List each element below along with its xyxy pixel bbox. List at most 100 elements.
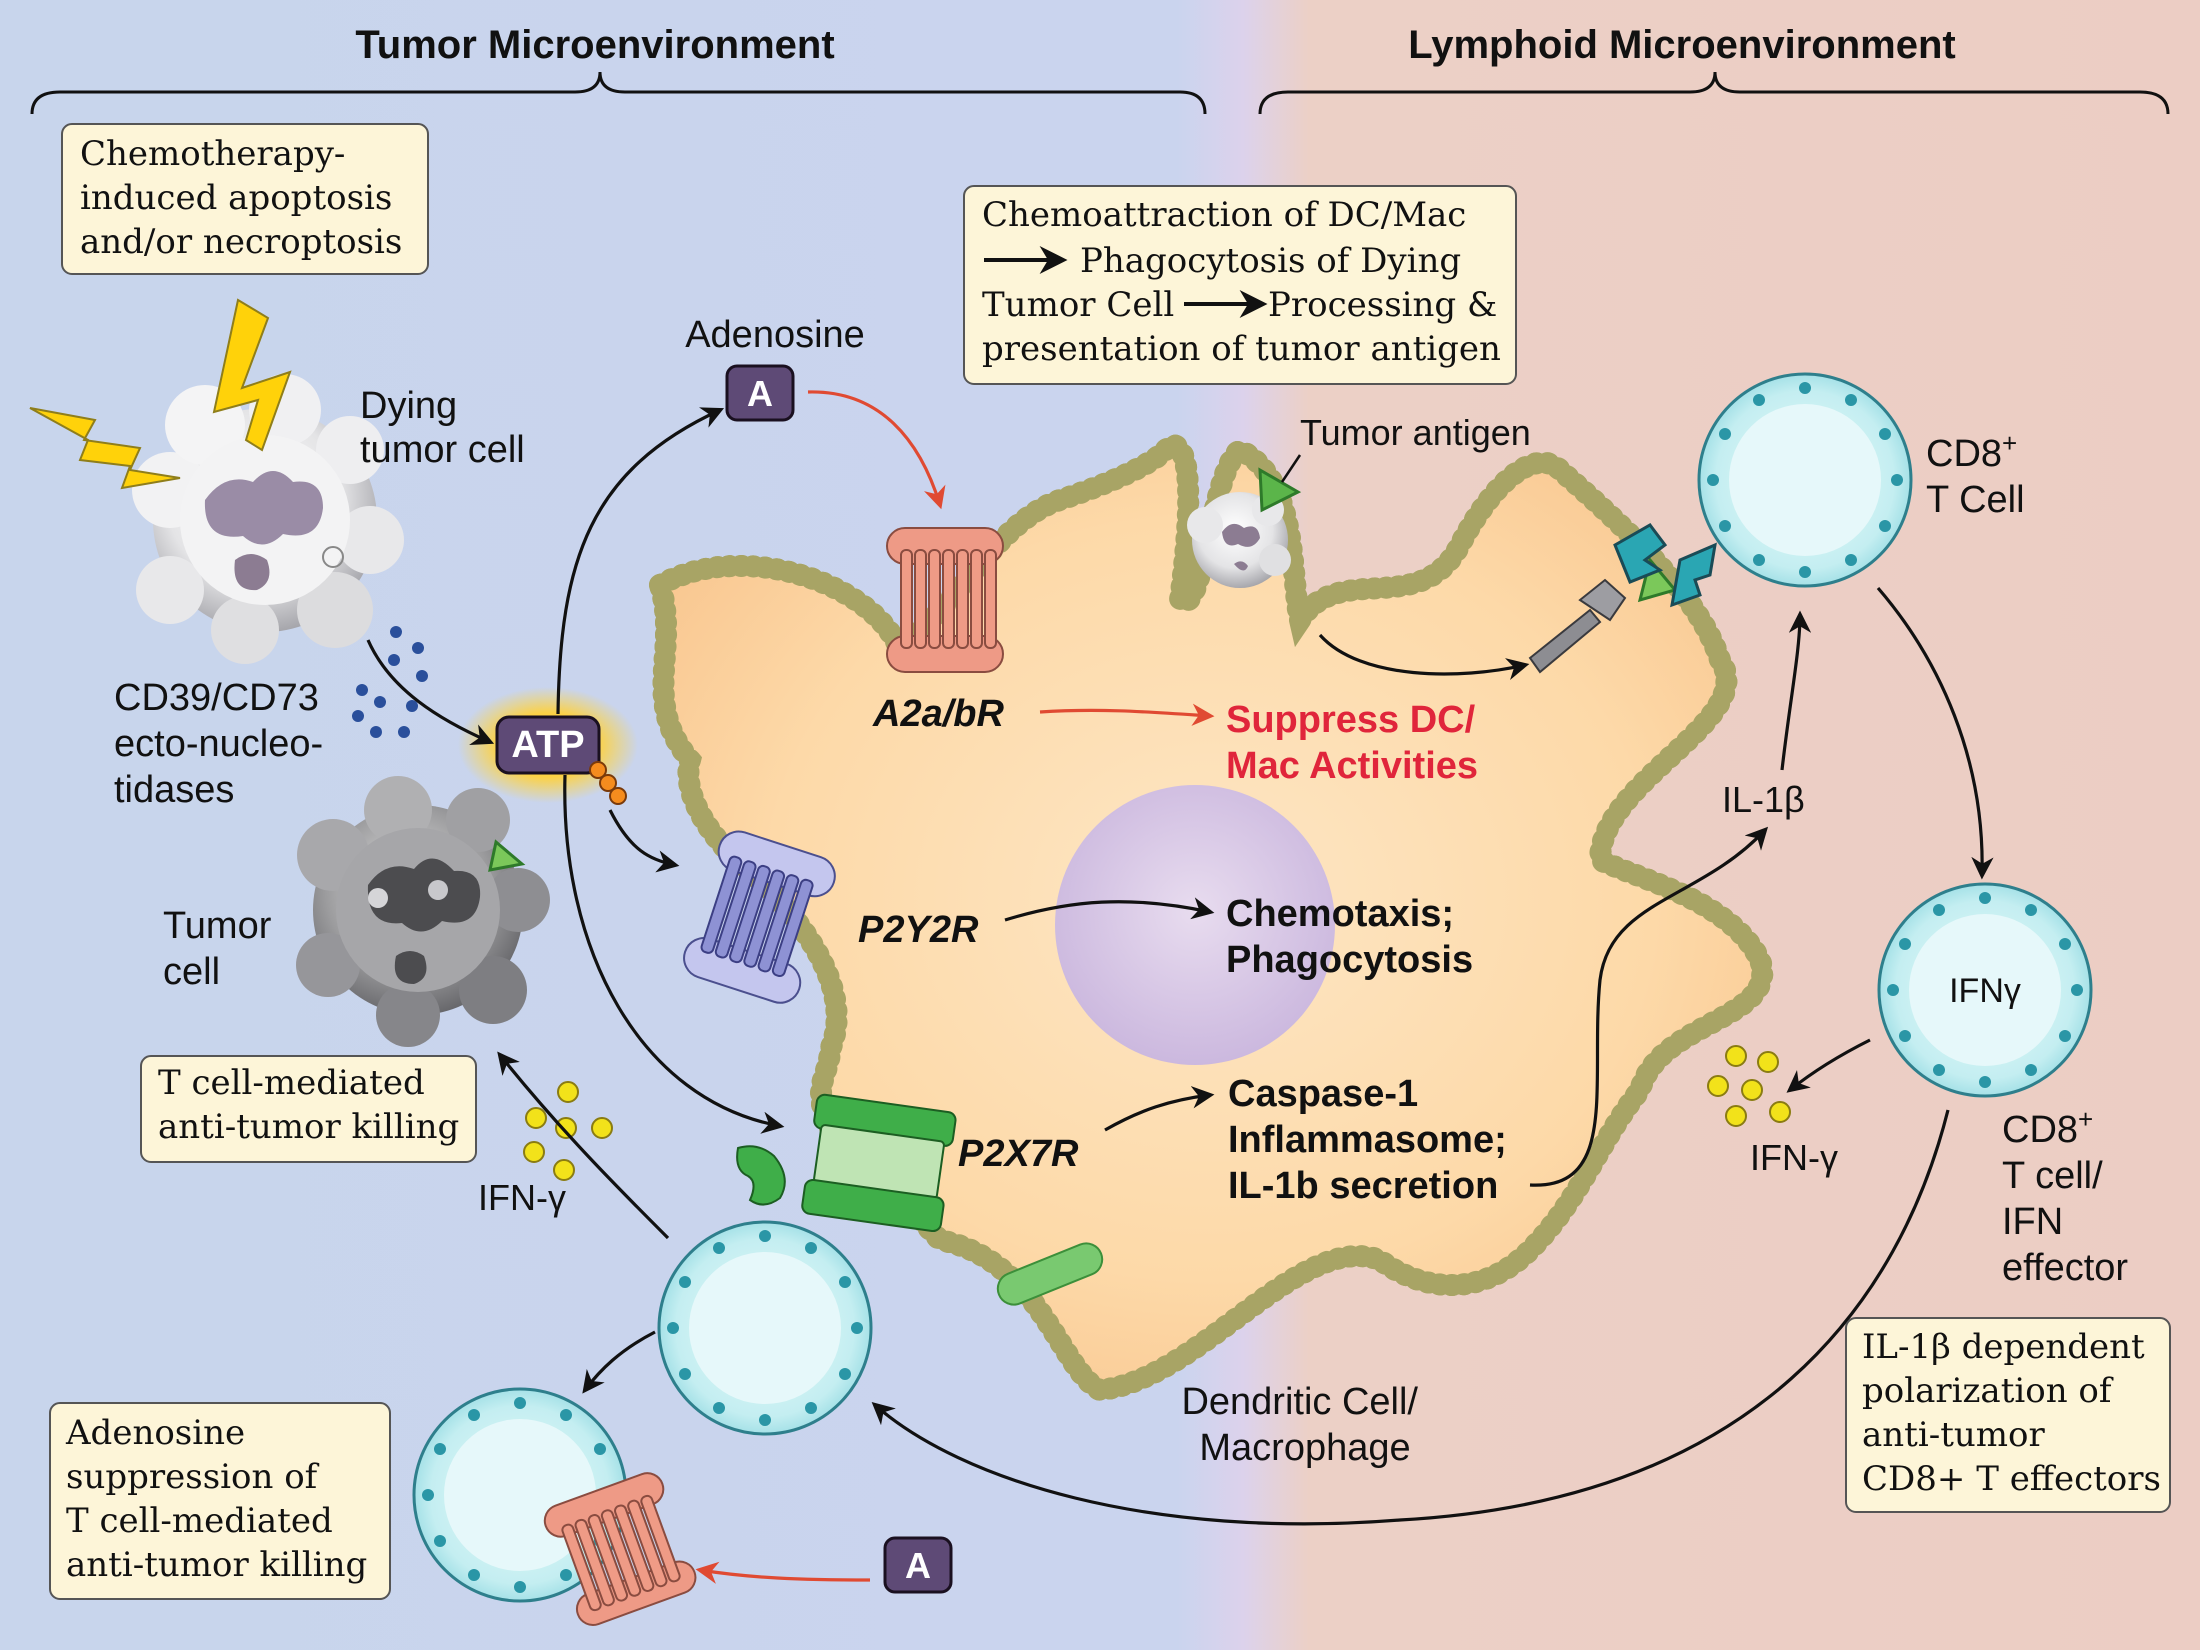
tumor-cell-label: Tumor xyxy=(163,905,272,947)
arrow-adenosine-to-tcell-receptor xyxy=(695,1561,871,1584)
section-headers: Tumor Microenvironment Lymphoid Microenv… xyxy=(30,23,2170,115)
tumor-microenvironment-title: Tumor Microenvironment xyxy=(355,23,834,67)
tumor-cell xyxy=(296,776,550,1047)
p2y2r-receptor xyxy=(683,830,836,1004)
chemoattraction-line: Tumor Cell xyxy=(982,285,1174,325)
dendritic-label: Macrophage xyxy=(1199,1427,1410,1469)
svg-text:Suppress DC/ Mac Activitie: Suppress DC/ Mac Activities xyxy=(1226,699,1486,787)
adenosine-badge-letter: A xyxy=(747,373,773,414)
arrows-red xyxy=(695,390,1215,1584)
svg-text:Adenosine suppression of: Adenosine suppression of T cell-mediated… xyxy=(65,1413,367,1585)
tcell-killing-line: T cell-mediated xyxy=(158,1063,425,1103)
il1b-dependent-line: polarization of xyxy=(1862,1371,2114,1411)
antigen-triangle xyxy=(488,839,526,872)
chemoattraction-line: Phagocytosis of Dying xyxy=(1080,241,1461,281)
atp-label: ATP xyxy=(511,724,584,766)
arrow-il1b-to-tcell xyxy=(1780,610,1812,771)
cd8-tcell-label: T Cell xyxy=(1926,479,2025,521)
p2x7r-ligand xyxy=(736,1145,786,1206)
suppress-label: Suppress DC/ xyxy=(1226,699,1476,741)
cd8-effector-label: CD8+ xyxy=(2002,1104,2093,1151)
caspase-label: Inflammasome; xyxy=(1228,1119,1507,1161)
cd8-effector-label: T cell/ xyxy=(2002,1155,2103,1197)
chemo-box: Chemotherapy- induced apoptosis and/or n… xyxy=(61,123,429,275)
ifn-cell-label: IFNγ xyxy=(1949,972,2021,1010)
ifn-gamma-label-left: IFN-γ xyxy=(478,1177,566,1218)
p2x7r-label: P2X7R xyxy=(958,1133,1079,1175)
chemoattraction-line: Processing & xyxy=(1268,285,1497,325)
cd8-effector-label: effector xyxy=(2002,1247,2128,1289)
ifn-gamma-molecules-right xyxy=(1707,1045,1791,1127)
dying-tumor-cell xyxy=(132,374,404,664)
cd39-label: tidases xyxy=(114,769,234,811)
p2x7r-receptor xyxy=(801,1093,957,1233)
svg-text:Chemotaxis; Phagocytosis: Chemotaxis; Phagocytosis xyxy=(1226,893,1473,981)
adenosine-suppression-line: suppression of xyxy=(66,1457,320,1497)
il1b-label: IL-1β xyxy=(1722,779,1805,820)
cd39-label: ecto-nucleo- xyxy=(114,723,323,765)
svg-text:IL-1β dependent polariza: IL-1β dependent polarization of anti-tum… xyxy=(1862,1327,2161,1499)
arrow-dying-to-atp xyxy=(366,639,495,746)
ifn-gamma-label-right: IFN-γ xyxy=(1750,1137,1838,1178)
svg-text:Dendritic Cell/ Macrophage: Dendritic Cell/ Macrophage xyxy=(1181,1381,1428,1469)
adenosine-suppression-box: Adenosine suppression of T cell-mediated… xyxy=(49,1402,391,1600)
chemotaxis-label: Phagocytosis xyxy=(1226,939,1473,981)
adenosine-badge-top: A xyxy=(725,364,795,422)
arrow-caspase-to-il1b xyxy=(1529,826,1769,1187)
adenosine-suppression-line: T cell-mediated xyxy=(66,1501,333,1541)
chemoattraction-line: presentation of tumor antigen xyxy=(982,329,1501,369)
chemoattraction-line: Chemoattraction of DC/Mac xyxy=(982,195,1466,235)
atp-badge: ATP xyxy=(458,687,638,805)
adenosine-badge-letter: A xyxy=(905,1545,931,1586)
arrow-p2x7r-to-caspase xyxy=(1104,1086,1215,1132)
tumor-antigen-triangle xyxy=(1258,467,1302,513)
caspase-label: IL-1b secretion xyxy=(1228,1165,1498,1207)
adenosine-receptor-on-tcell xyxy=(543,1472,697,1626)
il1b-dependent-line: anti-tumor xyxy=(1862,1415,2045,1455)
svg-text:Tumor cell: Tumor cell xyxy=(163,905,282,993)
arrow-effector-to-ifn xyxy=(1786,1038,1871,1093)
tcell-killing-box: T cell-mediated anti-tumor killing xyxy=(140,1055,477,1163)
arrow-p2y2r-to-chemotaxis xyxy=(1004,897,1215,922)
cd8-t-cell-top xyxy=(1697,372,1913,588)
arrows-black xyxy=(366,407,1994,1526)
ifn-gamma-molecules-left xyxy=(523,1081,613,1181)
dying-tumor-label: Dying xyxy=(360,385,457,427)
lymphoid-microenvironment-title: Lymphoid Microenvironment xyxy=(1408,23,1955,67)
cd39-label: CD39/CD73 xyxy=(114,677,319,719)
tumor-antigen-pointer xyxy=(1280,454,1302,483)
svg-text:CD39/CD73 ecto-nucleo-: CD39/CD73 ecto-nucleo- tidases xyxy=(114,677,334,811)
tumor-cell-label: cell xyxy=(163,951,220,993)
adenosine-suppression-line: anti-tumor killing xyxy=(66,1545,367,1585)
arrow-tcell-to-tumor xyxy=(497,1051,670,1240)
dendritic-cell-nucleus xyxy=(1055,785,1335,1065)
arrow-atp-to-adenosine xyxy=(556,407,725,715)
chemo-line: and/or necroptosis xyxy=(80,222,402,262)
arrow-tcell-to-effector xyxy=(1876,586,1994,880)
cd8-tcell-label: CD8+ xyxy=(1926,428,2017,475)
lymphoid-brace xyxy=(1258,71,2170,115)
chemoattraction-box: Chemoattraction of DC/Mac Phagocytosis o… xyxy=(963,185,1517,385)
il1b-dependent-line: CD8+ T effectors xyxy=(1862,1459,2161,1499)
arrow-adenosine-to-a2abr xyxy=(807,390,946,510)
cd8-effector-label: IFN xyxy=(2002,1201,2063,1243)
mhc-tcr-complex xyxy=(1528,523,1717,674)
a2abr-receptor xyxy=(886,527,1004,673)
adenosine-badge-bottom: A xyxy=(883,1536,953,1594)
tcell-killing-line: anti-tumor killing xyxy=(158,1107,459,1147)
adenosine-suppression-line: Adenosine xyxy=(65,1413,245,1453)
caspase-label: Caspase-1 xyxy=(1228,1073,1418,1115)
nucleotide-dots xyxy=(352,626,428,738)
cd8-ifn-effector-cell: IFNγ xyxy=(1877,882,2093,1098)
il1b-dependent-line: IL-1β dependent xyxy=(1862,1327,2145,1367)
chemo-line: Chemotherapy- xyxy=(80,134,345,174)
adenosine-label: Adenosine xyxy=(685,314,865,356)
suppress-label: Mac Activities xyxy=(1226,745,1478,787)
chemotaxis-label: Chemotaxis; xyxy=(1226,893,1454,935)
svg-text:Chemotherapy- induced ap: Chemotherapy- induced apoptosis and/or n… xyxy=(80,134,403,262)
phagocytosed-tumor-cell xyxy=(1187,467,1302,588)
arrow-phagocytosis-to-tcr xyxy=(1318,633,1530,680)
effector-t-cell-bottom xyxy=(657,1220,873,1436)
dendritic-label: Dendritic Cell/ xyxy=(1181,1381,1418,1423)
svg-text:Chemoattraction of DC/Mac: Chemoattraction of DC/Mac Phagocytosis o… xyxy=(982,195,1508,369)
